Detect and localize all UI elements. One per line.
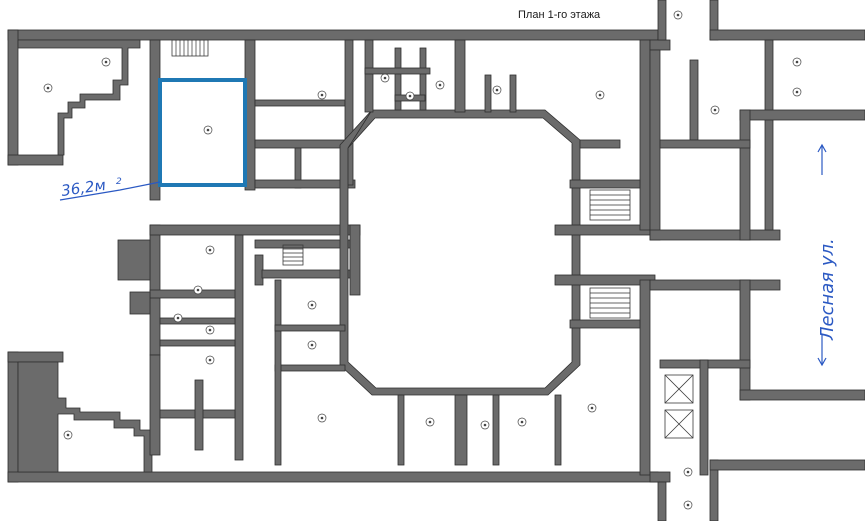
room-marker <box>683 500 693 510</box>
room-marker <box>173 313 183 323</box>
room-marker <box>673 10 683 20</box>
staircase-right-upper <box>589 189 631 221</box>
room-markers <box>43 10 802 510</box>
highlighted-room[interactable] <box>158 78 247 187</box>
room-marker <box>710 105 720 115</box>
room-marker <box>43 83 53 93</box>
courtyard-walls <box>274 39 581 466</box>
room-marker <box>307 300 317 310</box>
room-marker <box>435 80 445 90</box>
street-label: Лесная ул. <box>817 238 838 341</box>
room-marker <box>101 57 111 67</box>
room-marker <box>380 73 390 83</box>
room-marker <box>425 417 435 427</box>
room-marker <box>792 57 802 67</box>
room-marker <box>405 91 415 101</box>
street-annotation: Лесная ул. <box>817 143 838 367</box>
room-marker <box>203 125 213 135</box>
room-marker <box>307 340 317 350</box>
area-annotation: 36,2м 2 <box>59 176 161 201</box>
elevator-shafts <box>664 374 694 439</box>
room-marker <box>480 420 490 430</box>
room-marker <box>317 90 327 100</box>
exterior-walls <box>7 29 659 483</box>
room-marker <box>595 90 605 100</box>
room-marker <box>205 355 215 365</box>
room-marker <box>587 403 597 413</box>
staircase-center-left <box>282 244 304 266</box>
room-marker <box>205 245 215 255</box>
room-marker <box>193 285 203 295</box>
room-marker <box>492 85 502 95</box>
right-walls <box>554 0 865 521</box>
staircase-right-lower <box>589 287 631 319</box>
room-marker <box>317 413 327 423</box>
plan-title: План 1-го этажа <box>518 9 601 21</box>
staircase-top <box>171 39 209 57</box>
room-marker <box>792 87 802 97</box>
room-marker <box>205 325 215 335</box>
room-marker <box>683 467 693 477</box>
left-center-walls <box>117 39 361 461</box>
area-superscript: 2 <box>116 177 122 187</box>
room-marker <box>517 417 527 427</box>
room-marker <box>63 430 73 440</box>
